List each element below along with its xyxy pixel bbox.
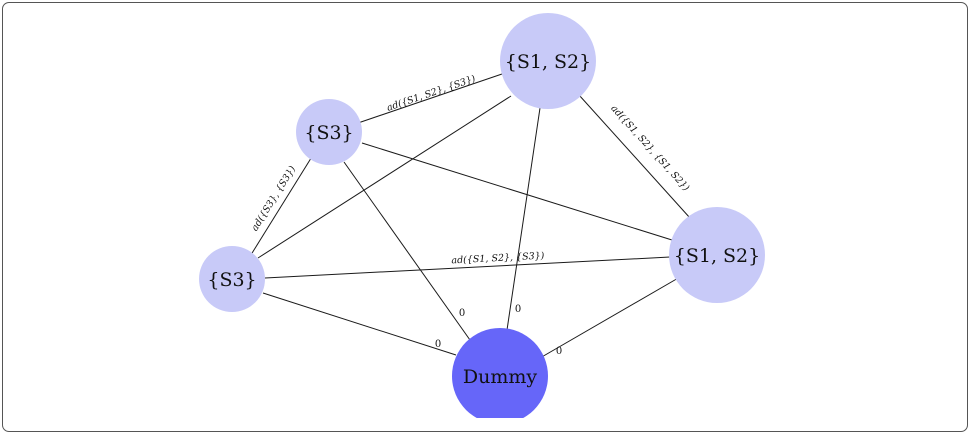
edge-s1s2top-s1s2right: [578, 94, 691, 219]
node-dummy-label: Dummy: [463, 366, 538, 388]
node-s3-top-circle: [296, 99, 362, 165]
edge-s3left-dummy: [262, 292, 457, 356]
node-dummy-circle: [452, 328, 548, 418]
edge-label-s3top-dummy: 0: [459, 308, 465, 319]
edge-s3top-s1s2right: [361, 142, 673, 241]
node-dummy[interactable]: Dummy: [452, 328, 548, 418]
node-s1s2-top-label: {S1, S2}: [505, 51, 591, 73]
edge-label-s1s2right-dummy: 0: [556, 346, 562, 357]
edge-label-s1s2top-s1s2right: ad({S1, S2}, {S1, S2}): [608, 103, 691, 194]
edge-label-s3top-s3left: ad({S3}, {S3}): [249, 164, 298, 233]
graph-diagram: ad({S1, S2}, {S3}) ad({S1, S2}, {S1, S2}…: [199, 13, 765, 418]
node-s3-top[interactable]: {S3}: [296, 99, 362, 165]
node-s1s2-top-circle: [500, 13, 596, 109]
edges: [248, 73, 691, 359]
edge-s3top-s3left: [248, 154, 314, 259]
edge-s1s2top-dummy: [506, 107, 541, 331]
edge-s1s2right-dummy: [539, 276, 681, 359]
edge-s3top-dummy: [343, 161, 471, 341]
node-s1s2-right[interactable]: {S1, S2}: [669, 207, 765, 303]
edge-s3left-s1s2right: [264, 256, 671, 279]
node-s3-left[interactable]: {S3}: [199, 246, 265, 312]
edge-s3top-s1s2top: [357, 73, 503, 124]
node-s3-top-label: {S3}: [304, 122, 353, 144]
node-s1s2-top[interactable]: {S1, S2}: [500, 13, 596, 109]
node-s1s2-right-label: {S1, S2}: [674, 245, 760, 267]
edge-label-s1s2top-dummy: 0: [515, 304, 521, 315]
edge-label-s3left-s1s2right: ad({S1, S2}, {S3}): [451, 251, 545, 267]
edge-label-s3top-s1s2top: ad({S1, S2}, {S3}): [385, 73, 477, 114]
edge-s3left-s1s2top: [257, 95, 512, 259]
node-s1s2-right-circle: [669, 207, 765, 303]
nodes: {S1, S2} {S3} {S3} {S1, S2} Dummy: [199, 13, 765, 418]
node-s3-left-circle: [199, 246, 265, 312]
node-s3-left-label: {S3}: [207, 269, 256, 291]
edge-label-s3left-dummy: 0: [435, 339, 441, 350]
